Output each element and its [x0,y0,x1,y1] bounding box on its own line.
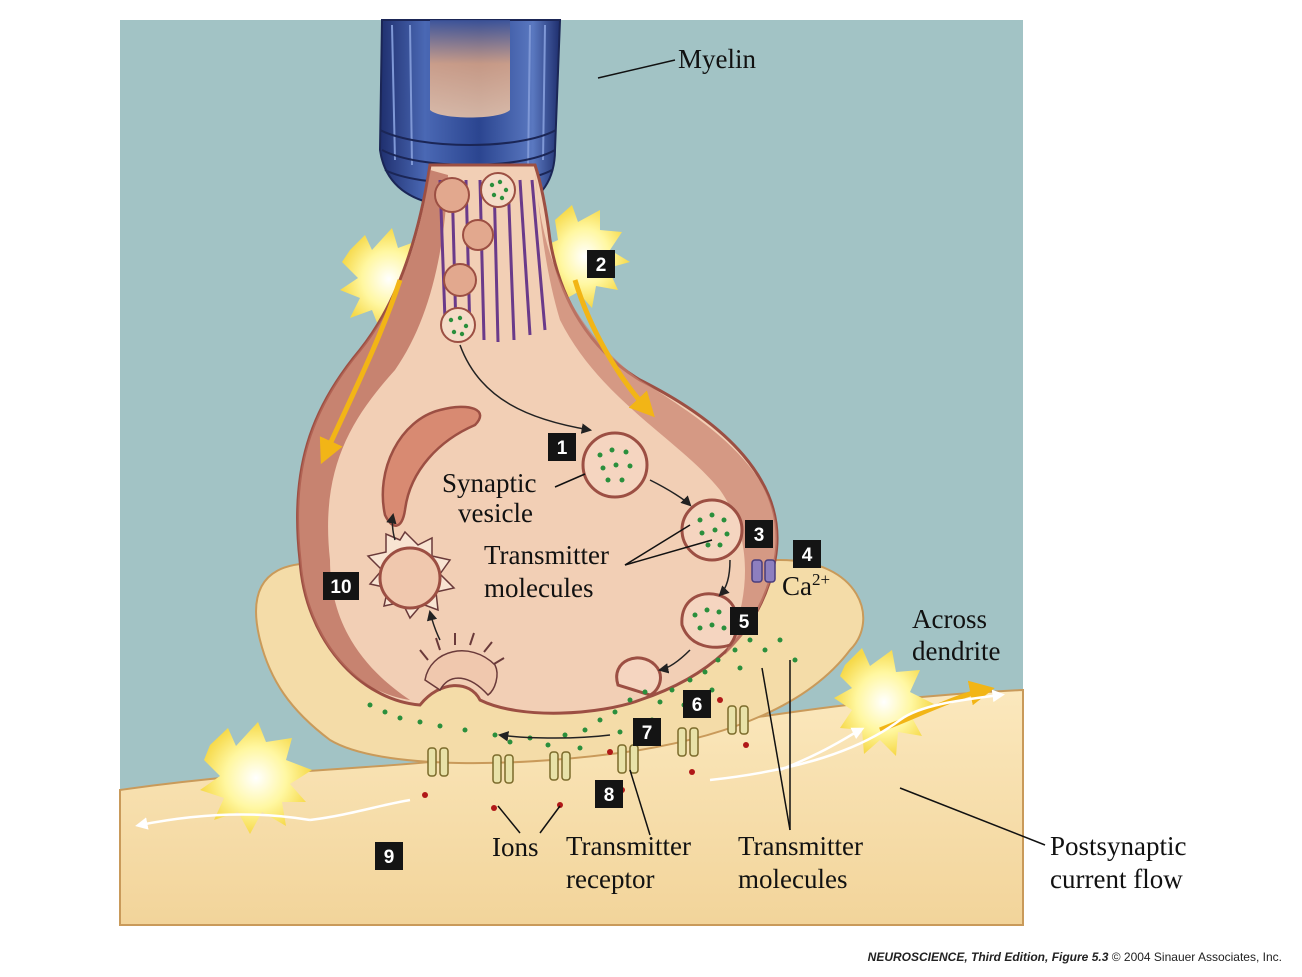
label-transmitter-molecules-upper-line2: molecules [484,573,593,603]
label-transmitter-molecules-lower-line2: molecules [738,864,847,894]
step-marker-1: 1 [548,433,576,461]
label-synaptic-vesicle-line1: Synaptic [442,468,537,498]
step-marker-6: 6 [683,690,711,718]
label-postsynaptic-current-flow-line2: current flow [1050,864,1183,894]
svg-text:2: 2 [596,255,607,276]
label-transmitter-receptor-line1: Transmitter [566,831,691,861]
step-marker-5: 5 [730,607,758,635]
label-synaptic-vesicle-line2: vesicle [458,498,533,528]
svg-text:9: 9 [384,847,395,868]
svg-text:1: 1 [557,438,568,459]
step-marker-10: 10 [323,572,359,600]
transmitter-receptors [427,705,749,784]
svg-text:3: 3 [754,525,765,546]
step-marker-4: 4 [793,540,821,568]
myelin-sheath [378,19,562,206]
credit-book: NEUROSCIENCE, Third Edition, [867,950,1049,964]
coated-pit [419,632,505,697]
label-transmitter-molecules-lower-line1: Transmitter [738,831,863,861]
credit-figure: Figure 5.3 [1051,950,1109,964]
svg-text:10: 10 [330,577,351,598]
label-ions: Ions [492,832,539,862]
docking-vesicle [680,498,744,562]
figure-credit: NEUROSCIENCE, Third Edition, Figure 5.3 … [868,950,1282,964]
label-transmitter-molecules-upper-line1: Transmitter [484,540,609,570]
label-transmitter-receptor-line2: receptor [566,864,654,894]
leader-lines [497,59,1046,846]
step-marker-3: 3 [745,520,773,548]
label-myelin: Myelin [678,44,756,74]
fusing-vesicle-dots [692,607,727,631]
label-postsynaptic-current-flow-line1: Postsynaptic [1050,831,1187,861]
docking-vesicle-dots [697,512,730,548]
vesicle-trafficking-arrows [386,344,731,742]
svg-text:5: 5 [739,612,750,633]
label-calcium-charge: 2+ [812,570,830,589]
step-marker-7: 7 [633,718,661,746]
exocytosis-vesicle [615,656,662,697]
transported-vesicles [434,172,516,343]
svg-text:8: 8 [604,785,615,806]
label-across-dendrite-line1: Across [912,604,987,634]
cleft-transmitter-molecules [367,637,798,751]
microtubules [438,179,547,343]
step-marker-9: 9 [375,842,403,870]
credit-copyright: © 2004 Sinauer Associates, Inc. [1111,950,1282,964]
svg-text:6: 6 [692,695,703,716]
fusing-vesicle [680,592,739,649]
diagram-labels: Myelin Synaptic vesicle Transmitter mole… [442,44,1187,894]
svg-text:4: 4 [802,545,813,566]
step-markers: 1 2 3 4 5 6 7 8 9 10 [323,250,821,870]
step-marker-8: 8 [595,780,623,808]
label-calcium: Ca2+ [782,570,830,601]
step-marker-2: 2 [587,250,615,278]
vesicle-transmitter-dots [448,179,509,337]
recycling-vesicle [366,530,456,620]
synaptic-vesicle-dots [597,447,633,483]
calcium-channel [751,559,776,583]
label-calcium-symbol: Ca [782,571,812,601]
flash-lower-left [200,722,312,834]
mitochondrion [381,405,482,527]
postsynaptic-current-arrows [135,689,1005,830]
label-across-dendrite-line2: dendrite [912,636,1000,666]
svg-text:7: 7 [642,723,653,744]
terminal-membrane-shading-right [535,170,778,655]
terminal-membrane-shading [297,170,448,700]
